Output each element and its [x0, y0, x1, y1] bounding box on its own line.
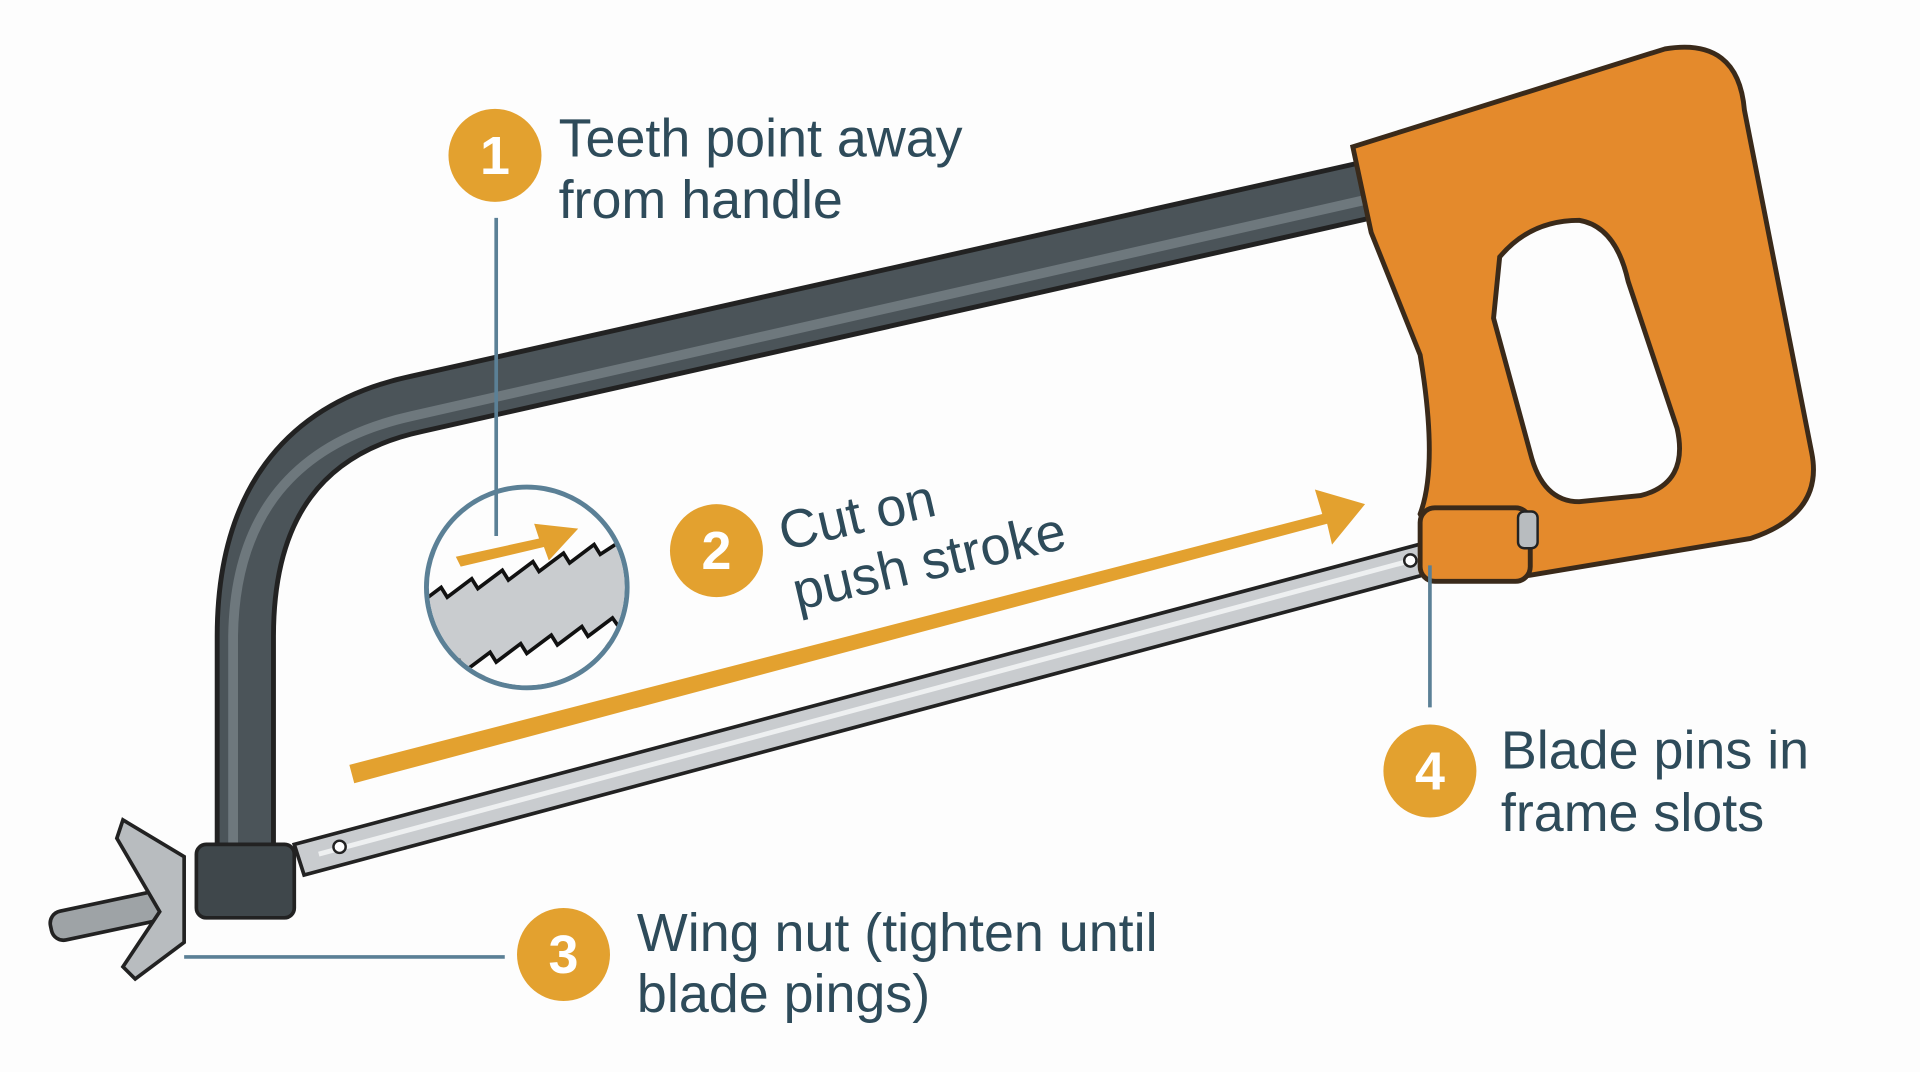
callout-number: 4 — [1415, 741, 1445, 801]
hacksaw-handle — [1349, 44, 1816, 584]
callout-1: 1 Teeth point away from handle — [448, 108, 963, 230]
callout-label-line1: Wing nut (tighten until — [637, 903, 1158, 963]
leader-lines — [184, 217, 1432, 959]
callout-3: 3 Wing nut (tighten until blade pings) — [517, 903, 1158, 1024]
teeth-detail-inset — [424, 484, 630, 691]
callout-number: 3 — [549, 925, 579, 985]
callout-number-badge — [448, 108, 542, 202]
callout-label-line2: frame slots — [1501, 783, 1764, 843]
hacksaw-frame — [214, 152, 1427, 912]
callout-number: 2 — [702, 521, 732, 581]
callout-number: 1 — [480, 126, 510, 186]
callout-number-badge — [517, 908, 611, 1002]
callout-label-line2: blade pings) — [637, 964, 930, 1024]
callout-number-badge — [669, 504, 763, 598]
callout-label-line1: Blade pins in — [1501, 721, 1809, 781]
callout-number-badge — [1383, 724, 1477, 818]
callout-label-line2: from handle — [559, 170, 843, 230]
callout-label-line1: Teeth point away — [559, 109, 963, 169]
push-stroke-arrow — [349, 489, 1366, 784]
wing-nut — [48, 817, 297, 982]
callout-4: 4 Blade pins in frame slots — [1383, 721, 1809, 843]
